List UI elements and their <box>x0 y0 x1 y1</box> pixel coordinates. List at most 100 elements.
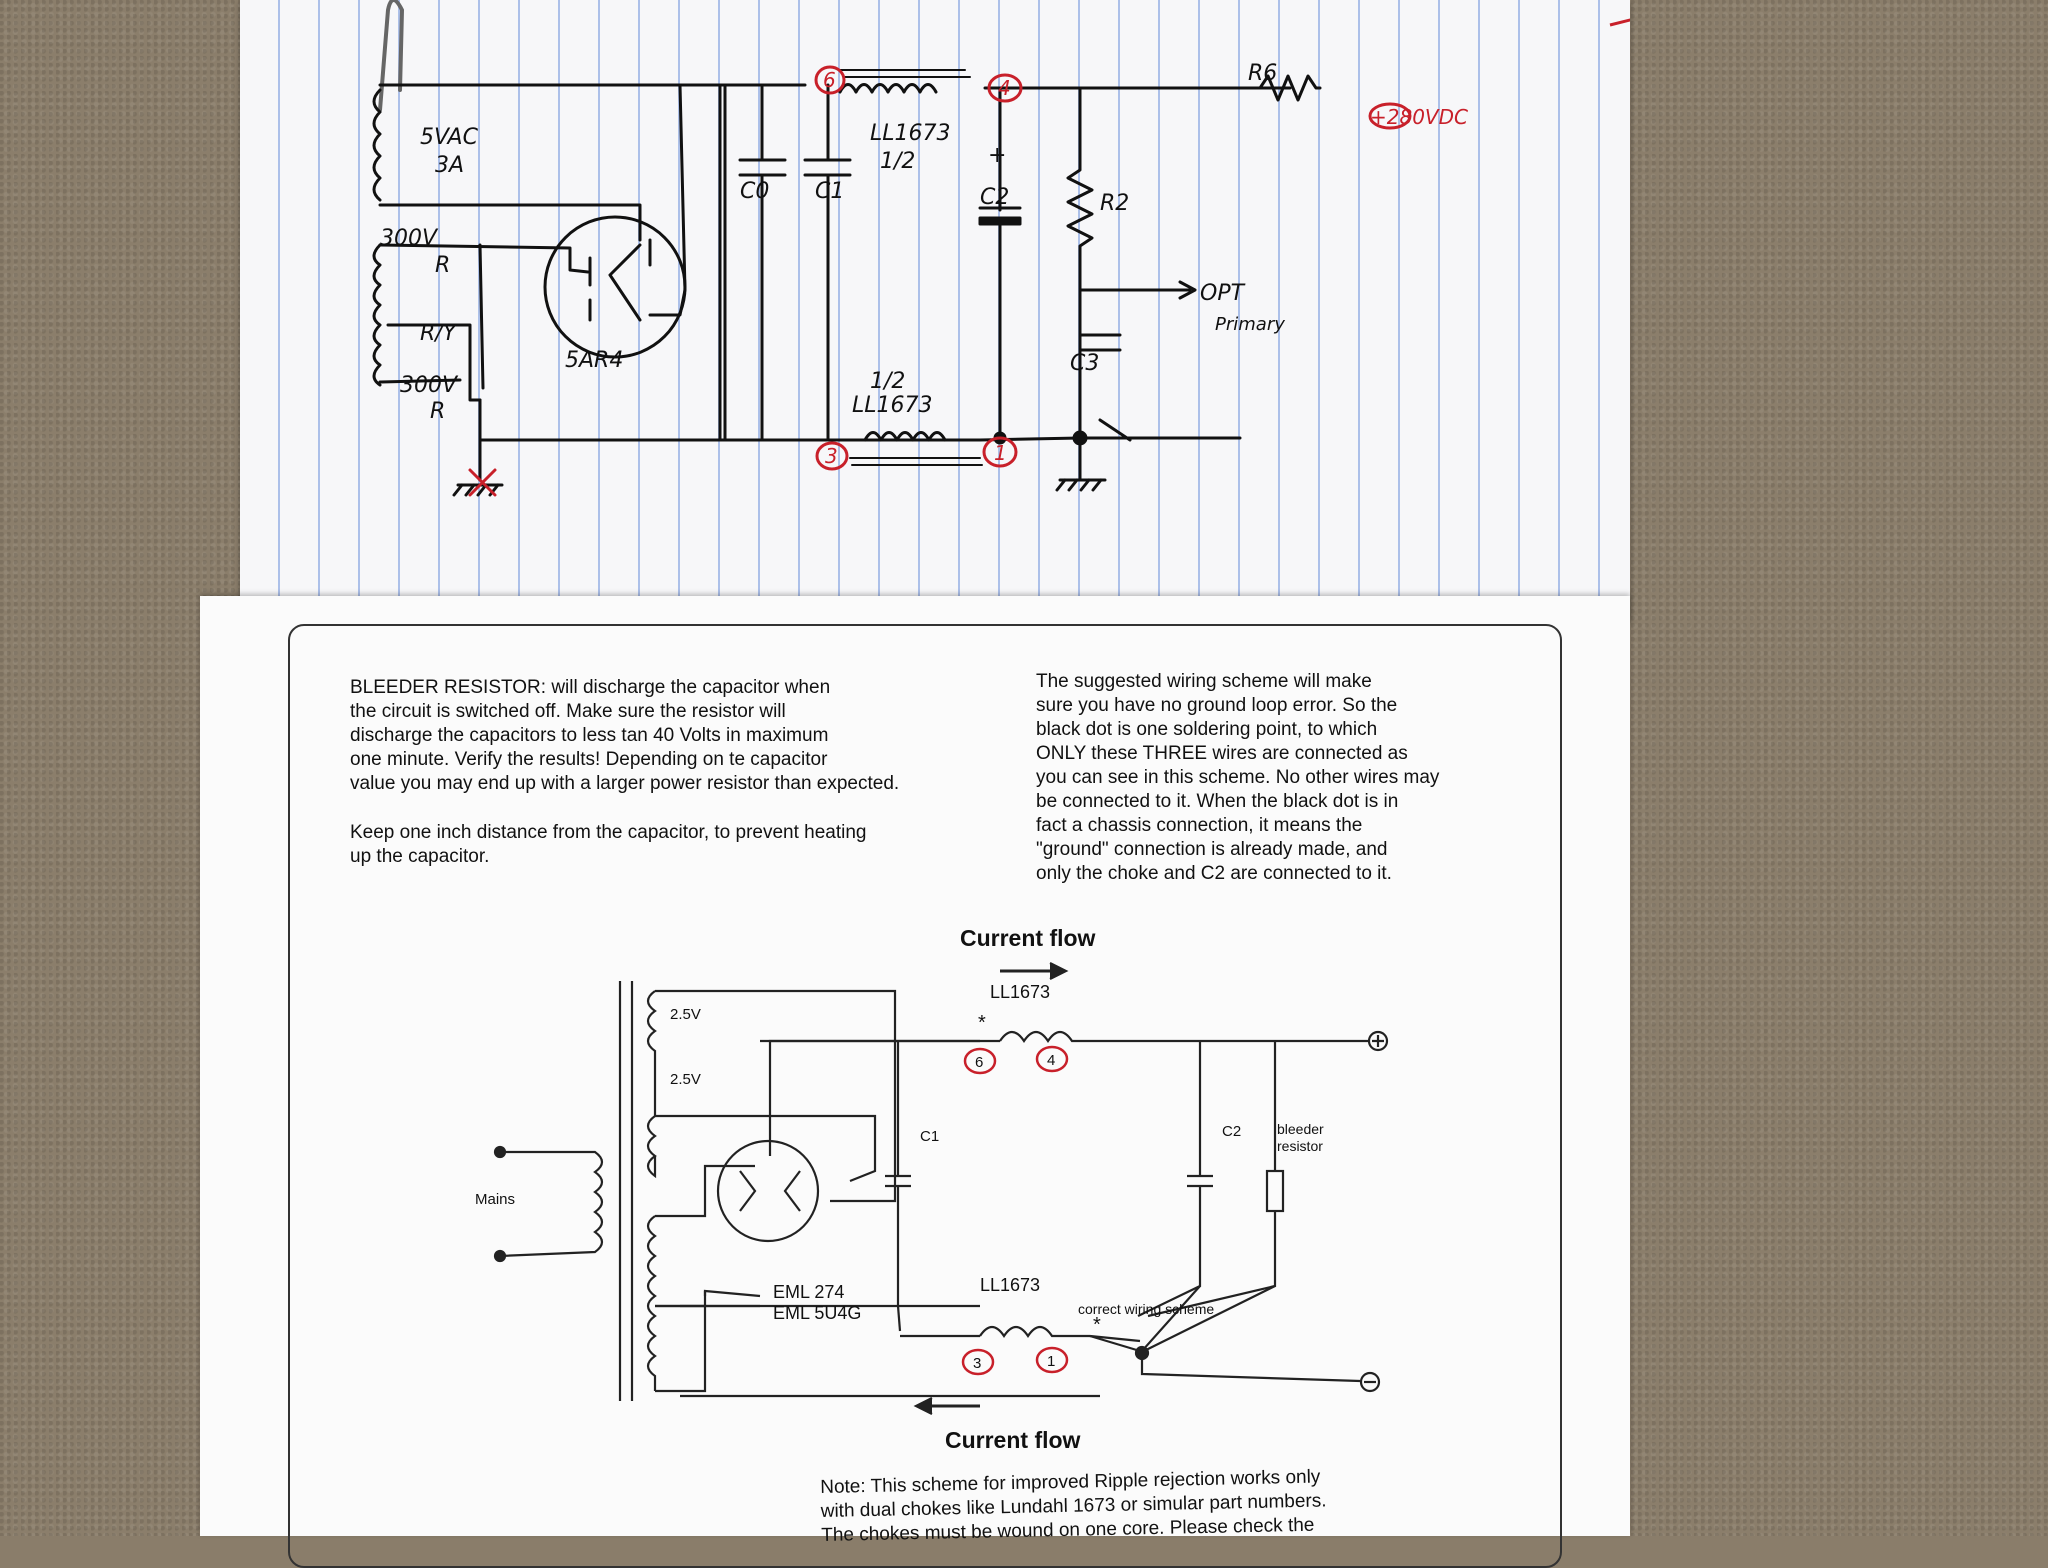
star-point-lines <box>1089 1285 1276 1353</box>
label-choke-top: LL1673 <box>870 121 951 146</box>
label-opt-primary: Primary <box>1215 314 1285 335</box>
text-line: the circuit is switched off. Make sure t… <box>350 701 786 722</box>
choke-bottom-label: LL1673 <box>980 1275 1040 1295</box>
label-plus: + <box>988 143 1006 168</box>
pin6-label: 6 <box>975 1054 983 1071</box>
text-line: ONLY these THREE wires are connected as <box>1036 743 1408 764</box>
label-300v-top: 300V <box>380 226 439 251</box>
current-flow-bottom-label: Current flow <box>945 1427 1081 1453</box>
c1-label: C1 <box>920 1128 939 1145</box>
pin-6-circle <box>814 65 846 95</box>
cap-c1 <box>803 83 852 442</box>
printed-pin1-circle <box>1035 1346 1069 1374</box>
pin3-label: 3 <box>973 1355 981 1372</box>
bplus-rail <box>655 1291 760 1308</box>
label-output-voltage: +280VDC <box>1370 105 1468 129</box>
pin1-label: 1 <box>1047 1353 1055 1370</box>
text-line: black dot is one soldering point, to whi… <box>1036 719 1378 740</box>
text-line: The suggested wiring scheme will make <box>1036 671 1372 692</box>
label-choke-bottom-fraction: 1/2 <box>870 369 905 394</box>
text-line: up the capacitor. <box>350 846 490 867</box>
current-flow-top-label: Current flow <box>960 925 1096 951</box>
label-r-top: R <box>435 253 450 278</box>
tube-label-1: EML 274 <box>773 1282 844 1302</box>
bleeder-paragraph: BLEEDER RESISTOR: will discharge the cap… <box>350 676 899 796</box>
label-opt: OPT <box>1200 281 1246 306</box>
label-choke-top-fraction: 1/2 <box>880 149 915 174</box>
wiring-paragraph: The suggested wiring scheme will make su… <box>1036 670 1439 886</box>
paper-clip <box>378 0 404 112</box>
printed-pin3-circle <box>961 1348 995 1376</box>
label-5ar4: 5AR4 <box>565 348 623 373</box>
choke-bottom-coil <box>863 431 947 442</box>
text-line: only the choke and C2 are connected to i… <box>1036 863 1392 884</box>
label-center-tap: R/Y <box>420 321 458 346</box>
heater-winding-1 <box>646 990 657 1076</box>
label-5vac: 5VAC <box>420 125 479 150</box>
label-3a: 3A <box>435 153 464 178</box>
label-r2: R2 <box>1100 191 1129 216</box>
choke-top-coil <box>838 83 938 94</box>
output-plus-terminal <box>1367 1030 1389 1052</box>
tube-label-2: EML 5U4G <box>773 1303 861 1323</box>
mains-winding <box>499 1150 604 1258</box>
label-c1: C1 <box>815 179 844 204</box>
label-c3: C3 <box>1070 351 1099 376</box>
label-pin1: 1 <box>994 441 1007 465</box>
ground-symbol-right <box>1055 478 1107 492</box>
distance-paragraph: Keep one inch distance from the capacito… <box>350 821 867 869</box>
label-300v-bottom: 300V <box>400 373 459 398</box>
star-bottom: * <box>1093 1314 1101 1336</box>
choke-top-label: LL1673 <box>990 982 1050 1002</box>
cap-c2-negative-plate <box>978 216 1022 226</box>
cap-c2-printed <box>1137 1041 1213 1317</box>
cap-c0 <box>718 83 727 442</box>
star-top: * <box>978 1012 986 1034</box>
notebook-sheet: 5VAC 3A 300V R R/Y 300V R 5AR4 C0 C1 C2 … <box>240 0 1630 620</box>
cap-c2 <box>978 86 1022 442</box>
text-line: Keep one inch distance from the capacito… <box>350 822 867 843</box>
label-c2: C2 <box>980 185 1009 210</box>
choke-top-printed <box>999 1030 1370 1043</box>
wiring-scheme-label: correct wiring scheme <box>1078 1301 1214 1317</box>
label-r-bottom: R <box>430 399 445 424</box>
heater2-label: 2.5V <box>670 1071 701 1088</box>
label-pin3: 3 <box>825 444 838 468</box>
handwritten-schematic: 5VAC 3A 300V R R/Y 300V R 5AR4 C0 C1 C2 … <box>372 0 1630 497</box>
text-line: you can see in this scheme. No other wir… <box>1036 767 1440 788</box>
c2-label: C2 <box>1222 1123 1241 1140</box>
label-r6: R6 <box>1248 61 1277 86</box>
resistor-r6 <box>1238 74 1322 102</box>
label-c0: C0 <box>740 179 769 204</box>
label-pin6: 6 <box>823 68 836 92</box>
heater1-label: 2.5V <box>670 1006 701 1023</box>
text-line: sure you have no ground loop error. So t… <box>1036 695 1398 716</box>
text-line: fact a chassis connection, it means the <box>1036 815 1363 836</box>
cap-c3 <box>1078 333 1122 352</box>
rectifier-tube-5ar4 <box>543 215 687 359</box>
label-pin4: 4 <box>998 76 1011 100</box>
printed-sheet: BLEEDER RESISTOR: will discharge the cap… <box>200 596 1630 1568</box>
pin-4-circle <box>987 73 1023 103</box>
label-choke-bottom: LL1673 <box>852 393 933 418</box>
printed-schematic: Current flow Current flow LL1673 LL1673 … <box>475 925 1389 1453</box>
output-voltage-circle <box>1368 102 1412 130</box>
transformer-hv-winding <box>372 243 382 387</box>
pin-3-circle <box>815 441 849 471</box>
bleeder-label-2: resistor <box>1277 1138 1323 1154</box>
output-minus-terminal <box>1359 1371 1381 1393</box>
pin4-label: 4 <box>1047 1052 1055 1069</box>
transformer-core <box>618 981 634 1401</box>
notebook-rules <box>240 0 1630 620</box>
resistor-r2 <box>1066 86 1094 440</box>
hv-winding <box>646 1215 657 1391</box>
text-line: BLEEDER RESISTOR: will discharge the cap… <box>350 677 831 698</box>
choke-bottom-printed <box>979 1325 1090 1338</box>
bleeder-label: bleeder <box>1277 1121 1324 1137</box>
cap-c1-printed <box>885 1041 911 1306</box>
bleeder-resistor-body <box>1265 1169 1285 1213</box>
printed-pin4-circle <box>1035 1045 1069 1073</box>
text-line: discharge the capacitors to less tan 40 … <box>350 725 829 746</box>
pin-1-circle <box>982 436 1018 468</box>
transformer-5v-winding <box>372 88 382 202</box>
